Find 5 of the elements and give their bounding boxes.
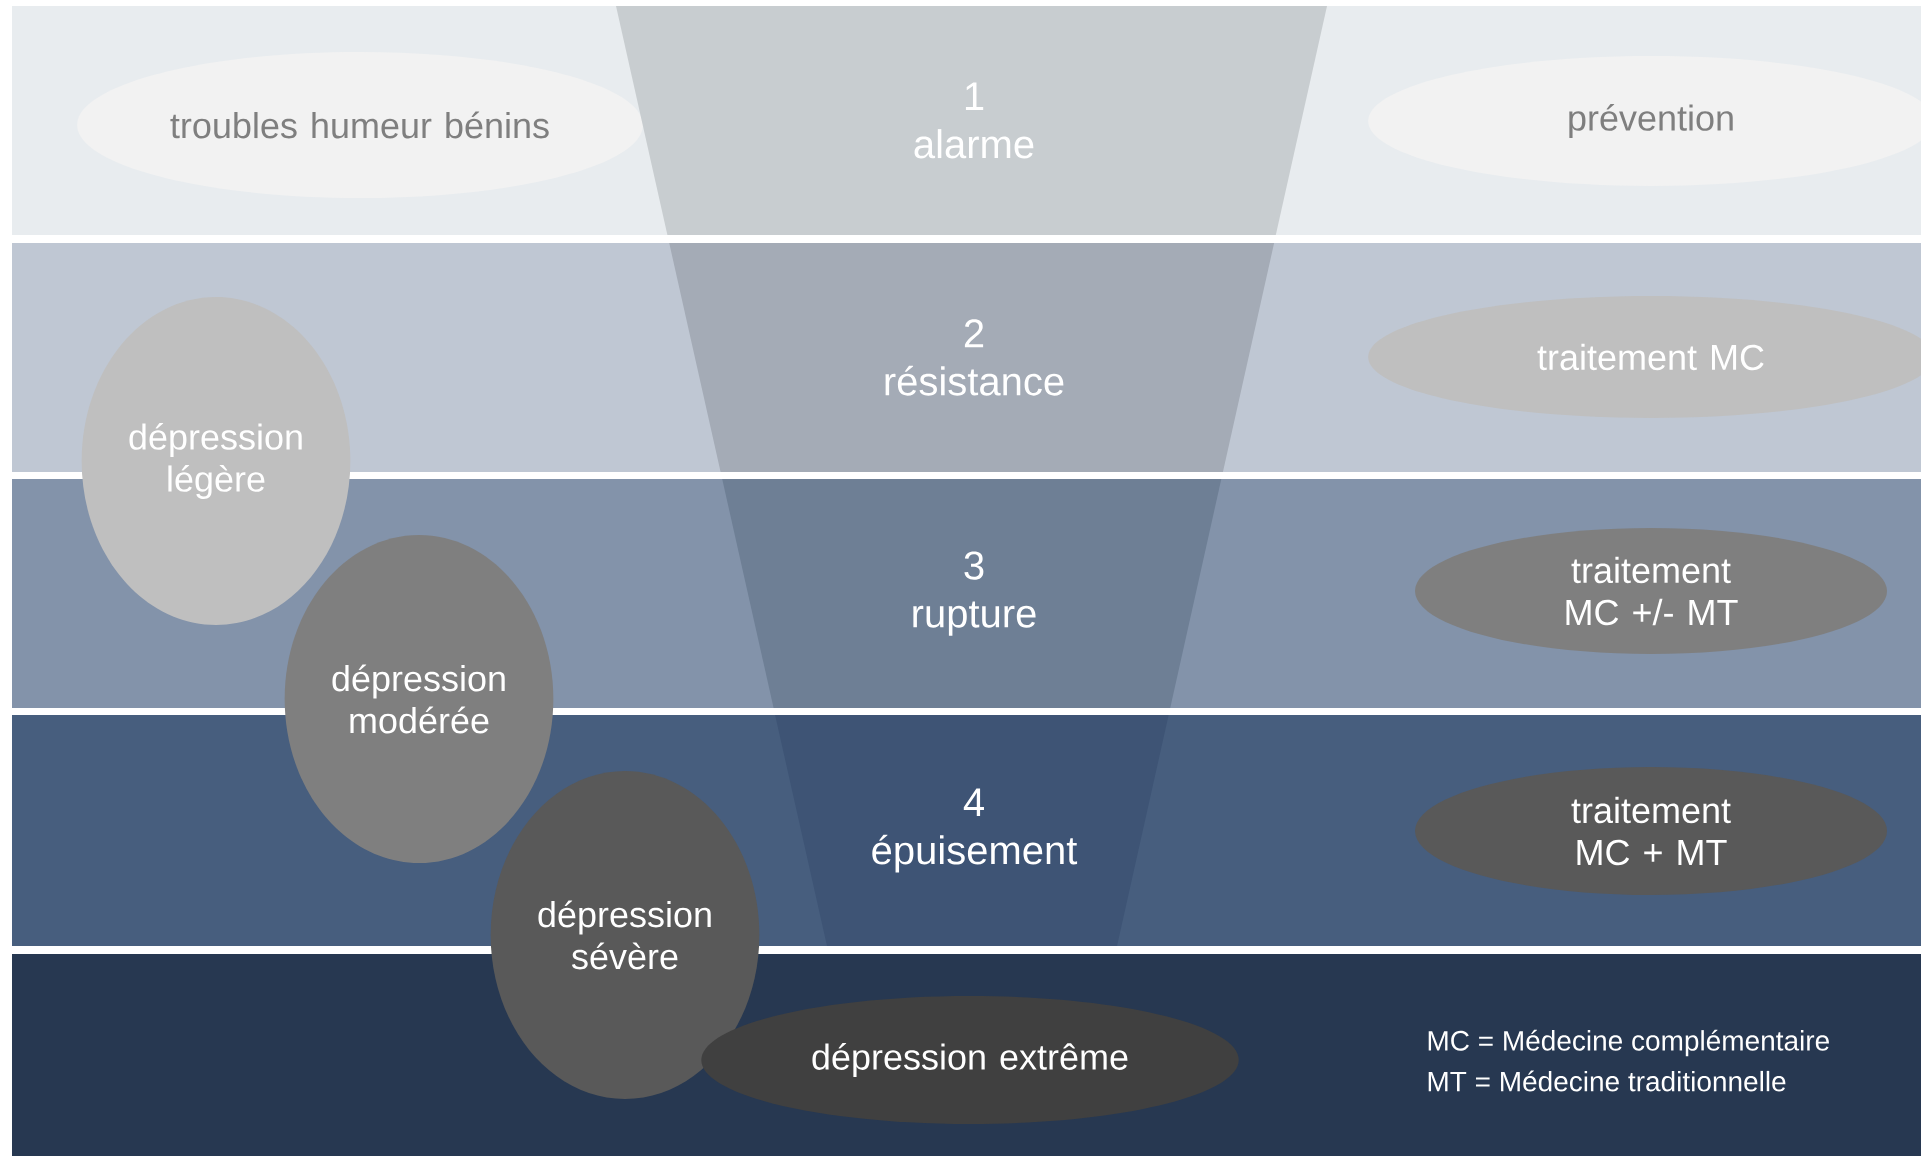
legend-text: MC = Médecine complémentaire (1428, 1029, 1829, 1057)
legend-text: MT = Médecine traditionnelle (1428, 1070, 1786, 1092)
funnel-segment: 2 résistance (669, 243, 1275, 472)
funnel-segment: 4 épuisement (775, 715, 1169, 946)
funnel-segment: 3 rupture (722, 479, 1222, 708)
